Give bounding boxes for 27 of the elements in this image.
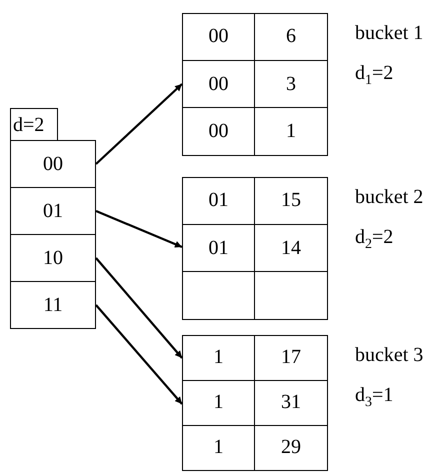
bucket-cell: 1: [254, 107, 328, 156]
local-depth-label: d$_{1}$=2: [355, 62, 394, 90]
bucket-cell: 31: [254, 380, 328, 426]
global-depth-tab: d=2: [10, 108, 58, 141]
bucket-cell: 6: [254, 12, 328, 62]
local-depth-label: d$_{2}$=2: [355, 226, 394, 254]
bucket-label: bucket 1: [355, 22, 424, 44]
arrow: [96, 210, 182, 248]
arrow: [95, 257, 183, 359]
bucket-table: [182, 13, 327, 155]
arrow: [95, 83, 183, 165]
directory-cell: 10: [10, 234, 96, 282]
bucket-cell: 17: [254, 334, 328, 381]
bucket-table: [182, 177, 327, 319]
bucket-label: bucket 3: [355, 344, 424, 366]
bucket-cell: 14: [254, 224, 328, 273]
bucket-cell: 00: [182, 107, 256, 156]
directory-cell: 11: [10, 281, 96, 329]
bucket-label: bucket 2: [355, 186, 424, 208]
bucket-cell: 3: [254, 60, 328, 109]
bucket-cell: 15: [254, 176, 328, 226]
directory-cell: 01: [10, 187, 96, 235]
arrow: [95, 304, 183, 405]
bucket-table: [182, 335, 327, 470]
directory-cell: 00: [10, 140, 96, 188]
bucket-cell: 29: [254, 424, 328, 471]
local-depth-label: d$_{3}$=1: [355, 384, 394, 412]
